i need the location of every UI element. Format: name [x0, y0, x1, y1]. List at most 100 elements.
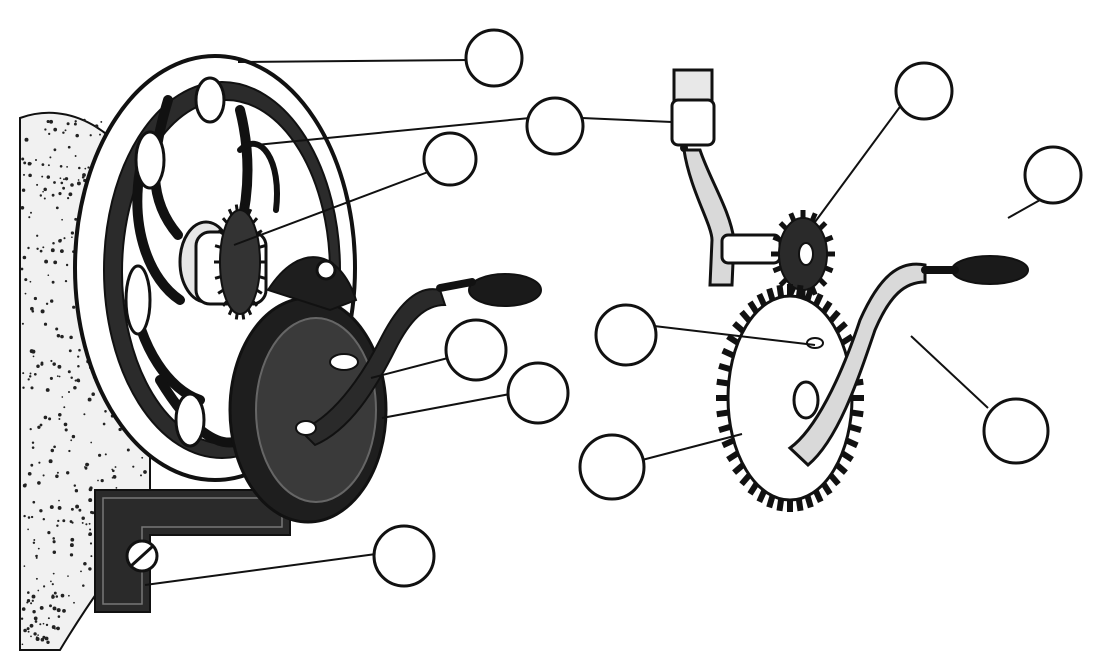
callout-circle: [894, 61, 954, 121]
stipple-dot: [47, 164, 50, 167]
stipple-dot: [51, 625, 56, 630]
stipple-dot: [43, 415, 48, 420]
stipple-dot: [32, 541, 36, 545]
stipple-dot: [21, 157, 25, 161]
stipple-dot: [50, 359, 53, 363]
stipple-dot: [57, 615, 61, 618]
gear-tooth: [828, 473, 841, 487]
gear-tooth: [848, 423, 862, 433]
stipple-dot: [52, 540, 56, 544]
stipple-dot: [59, 164, 63, 168]
stipple-dot: [45, 623, 49, 627]
stipple-dot: [33, 296, 38, 301]
gear-tooth: [818, 221, 828, 231]
stipple-dot: [23, 514, 26, 518]
stipple-dot: [64, 177, 69, 181]
gear-tooth: [214, 275, 222, 280]
stipple-dot: [100, 120, 103, 123]
stipple-dot: [126, 448, 130, 452]
stipple-dot: [74, 155, 77, 157]
callout-circle: [525, 96, 585, 156]
stipple-dot: [27, 471, 32, 476]
stipple-dot: [34, 620, 38, 623]
stipple-dot: [47, 274, 50, 277]
gear-tooth: [256, 288, 263, 295]
stipple-dot: [58, 418, 61, 420]
stipple-dot: [53, 591, 57, 595]
leader-line: [237, 59, 471, 63]
stipple-dot: [39, 249, 43, 253]
stipple-dot: [85, 462, 89, 467]
stipple-dot: [88, 498, 93, 503]
stipple-dot: [69, 553, 74, 557]
stipple-dot: [53, 148, 57, 152]
gear-tooth: [747, 300, 760, 314]
stipple-dot: [56, 608, 61, 613]
stipple-dot: [55, 474, 59, 479]
stipple-dot: [78, 508, 82, 512]
gear-tooth: [217, 229, 224, 236]
stipple-dot: [29, 349, 34, 354]
stipple-dot: [91, 392, 95, 396]
stipple-dot: [22, 255, 27, 260]
stipple-dot: [20, 617, 24, 620]
stipple-dot: [46, 175, 51, 179]
stipple-dot: [139, 474, 143, 477]
stipple-dot: [49, 505, 54, 510]
stipple-dot: [21, 322, 24, 325]
stipple-dot: [36, 364, 40, 369]
leader-line: [814, 103, 903, 223]
stipple-dot: [27, 591, 30, 594]
stipple-dot: [58, 192, 62, 196]
leader-line: [370, 357, 449, 379]
stipple-dot: [67, 145, 71, 149]
stipple-dot: [78, 348, 81, 352]
stipple-dot: [37, 481, 41, 485]
callout-leader-lines: [144, 59, 1041, 586]
gear-tooth: [258, 244, 266, 249]
stipple-dot: [70, 507, 74, 511]
stipple-dot: [55, 627, 58, 630]
stipple-dot: [64, 428, 68, 432]
stipple-dot: [23, 161, 27, 165]
stipple-dot: [57, 519, 60, 523]
gear-tooth: [776, 498, 785, 512]
crank-handle: [295, 273, 542, 447]
stipple-dot: [60, 334, 64, 339]
stipple-dot: [51, 280, 55, 284]
leader-line: [1007, 199, 1041, 219]
stipple-dot: [24, 278, 28, 282]
stipple-dot: [75, 133, 79, 138]
gear-tooth: [217, 288, 224, 295]
stipple-dot: [39, 509, 43, 513]
stipple-dot: [20, 267, 24, 271]
stipple-dot: [31, 599, 34, 602]
stipple-dot: [51, 193, 55, 197]
stipple-dot: [88, 532, 93, 536]
gear-tooth: [716, 378, 730, 387]
stipple-dot: [31, 446, 35, 449]
stipple-dot: [39, 605, 44, 610]
stipple-dot: [46, 640, 50, 644]
stipple-dot: [97, 479, 99, 482]
gear-tooth: [227, 208, 234, 216]
stipple-dot: [27, 630, 30, 633]
callout-circle: [506, 361, 570, 425]
stipple-dot: [58, 499, 60, 502]
stipple-dot: [26, 627, 30, 631]
callout-circle: [444, 318, 508, 382]
stipple-dot: [55, 327, 59, 331]
gear-tooth: [778, 221, 788, 231]
stipple-dot: [102, 422, 106, 426]
stipple-dot: [27, 378, 30, 381]
stipple-dot: [70, 439, 73, 442]
stipple-dot: [43, 585, 46, 588]
stipple-dot: [35, 556, 38, 559]
stipple-dot: [115, 487, 118, 489]
stipple-dot: [60, 593, 65, 598]
stipple-dot: [89, 134, 92, 137]
stipple-dot: [29, 623, 34, 628]
stipple-dot: [24, 483, 27, 487]
gear-tooth: [818, 277, 828, 287]
